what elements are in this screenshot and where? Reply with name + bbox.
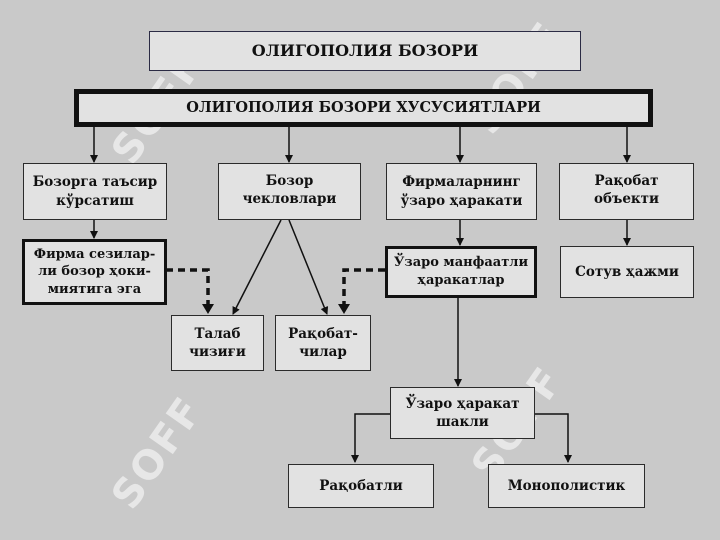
node-competitors: Рақобат- чилар <box>275 315 371 371</box>
node-competition-object: Рақобат объекти <box>559 163 694 220</box>
dashed-arrow-to-demand-curve <box>166 268 210 306</box>
node-sales-volume: Сотув ҳажми <box>560 246 694 298</box>
node-monopolistic: Монополистик <box>488 464 645 508</box>
node-competitive: Рақобатли <box>288 464 434 508</box>
arrow-to-monopolistic <box>535 413 572 463</box>
node-demand-curve: Талаб чизиғи <box>171 315 264 371</box>
node-market-limits: Бозор чекловлари <box>218 163 361 220</box>
title-box: ОЛИГОПОЛИЯ БОЗОРИ <box>149 31 581 71</box>
dashed-arrow-to-competitors <box>342 268 385 306</box>
subtitle-box: ОЛИГОПОЛИЯ БОЗОРИ ХУСУСИЯТЛАРИ <box>74 89 653 127</box>
node-mutual-interest: Ўзаро манфаатли ҳаракатлар <box>385 246 537 298</box>
dashed-arrow-head <box>338 304 350 314</box>
node-interaction-form: Ўзаро ҳаракат шакли <box>390 387 535 439</box>
dashed-arrow-head <box>202 304 214 314</box>
node-sensible-firm: Фирма сезилар- ли бозор ҳоки- миятига эг… <box>22 239 167 305</box>
arrow-to-competitors <box>288 219 329 315</box>
arrow-to-demand-curve <box>232 219 282 315</box>
node-market-influence: Бозорга таъсир кўрсатиш <box>23 163 167 220</box>
node-firm-interaction: Фирмаларнинг ўзаро ҳаракати <box>386 163 537 220</box>
arrow-to-competitive <box>351 413 390 463</box>
